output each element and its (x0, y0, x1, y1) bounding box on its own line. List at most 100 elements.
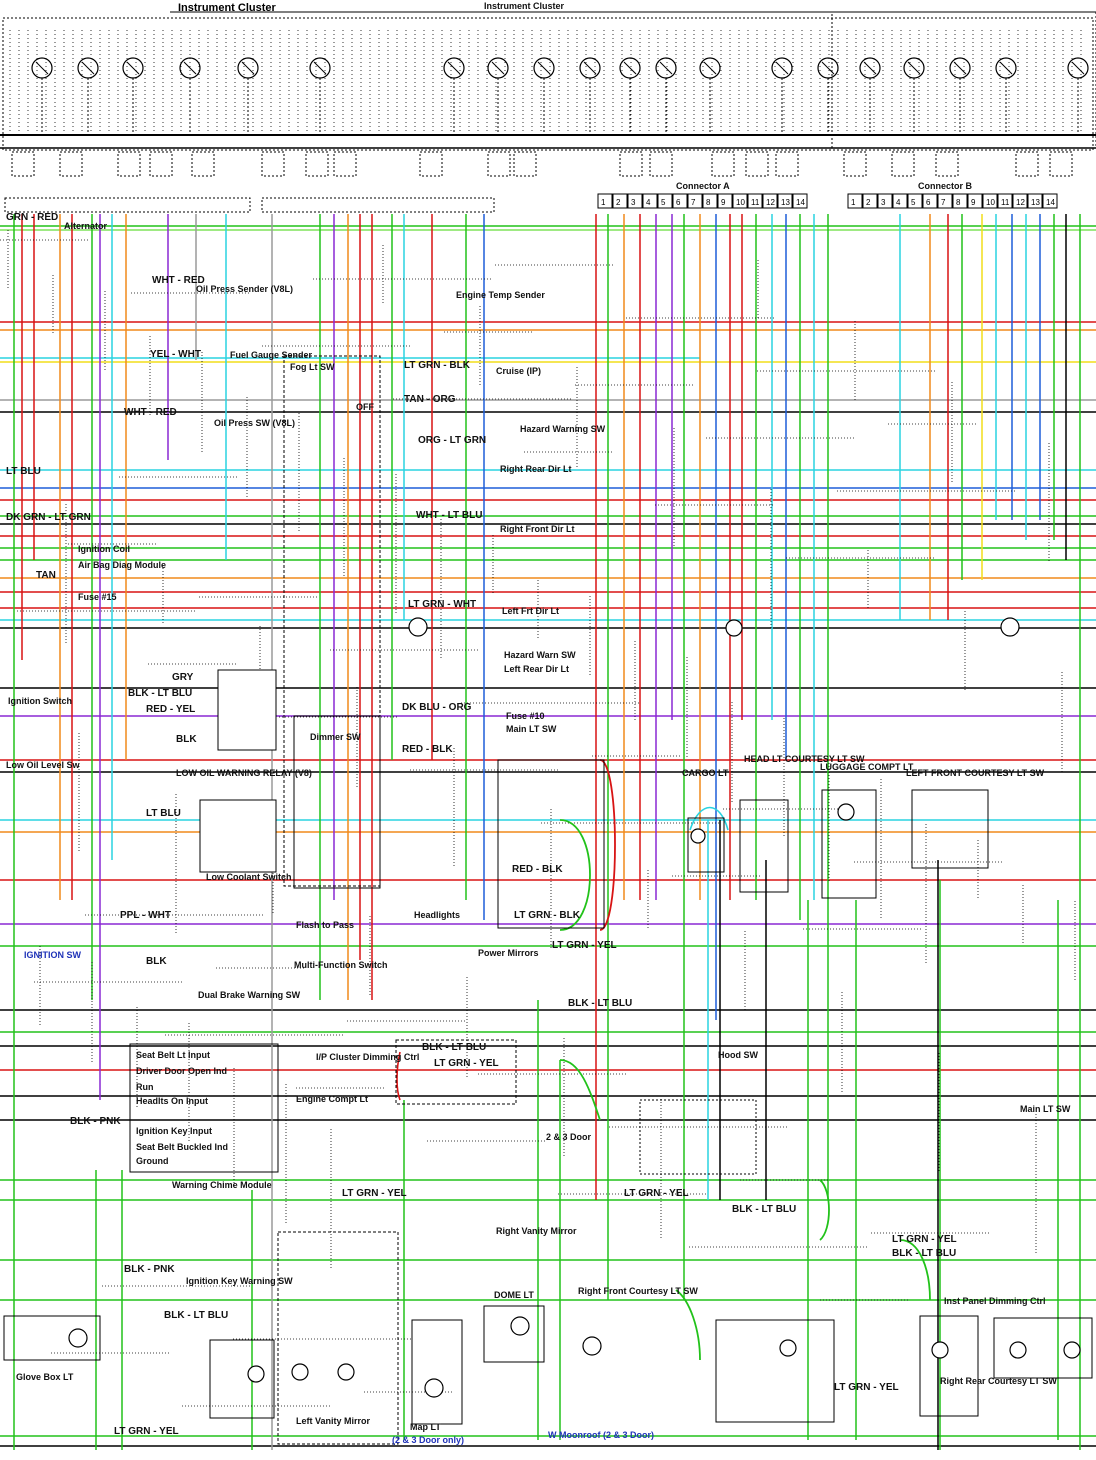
wire-segment (559, 1059, 601, 1121)
wire-tag: BLK (176, 734, 197, 745)
gauge-mark (659, 61, 673, 75)
component-labels: Alternator Oil Press Sender (V8L) Fuel G… (6, 221, 1071, 1445)
ic-cluster-dimming-ctrl-label: I/P Cluster Dimming Ctrl (316, 1052, 419, 1062)
wire-tag: BLK (146, 956, 167, 967)
connector-pin-label: 13 (1031, 198, 1040, 207)
connector-pin (777, 193, 793, 209)
timer-circuit-box (217, 669, 277, 751)
low-oil-warning-relay-label: LOW OIL WARNING RELAY (V8) (176, 768, 312, 778)
connector-pin (642, 193, 658, 209)
wire-tag: GRY (172, 672, 194, 683)
gauge-mark (703, 61, 717, 75)
left-vanity-mirror-label: Left Vanity Mirror (296, 1416, 371, 1426)
ground-label: Ground (136, 1156, 169, 1166)
seat-belt-buckled-ind-label: Seat Belt Buckled Ind (136, 1142, 228, 1152)
wire-tag: RED - BLK (512, 864, 563, 875)
connector-a-label: Connector A (676, 181, 730, 191)
connector-pin (717, 193, 733, 209)
connector-pin (672, 193, 688, 209)
cluster-pin-block (487, 151, 511, 177)
cluster-gauges (0, 17, 1096, 177)
engine-ind-bulb-icon (1000, 617, 1020, 637)
luggage-compt-lt-box (821, 789, 877, 899)
gauge-mark (999, 61, 1013, 75)
right-vanity-mirror-label: Right Vanity Mirror (496, 1226, 577, 1236)
connector-pin-label: 5 (661, 198, 666, 207)
gauge-mark (313, 61, 327, 75)
dimmer-sw-label: Dimmer SW (310, 732, 361, 742)
glove-box-lt-box (209, 1339, 275, 1419)
gauge-mark (447, 61, 461, 75)
oil-press-sender-label: Oil Press Sender (V8L) (196, 284, 293, 294)
connector-pin-label: 13 (781, 198, 790, 207)
wire-tag: BLK - PNK (70, 1116, 121, 1127)
dome-lt-bulb-icon (510, 1316, 530, 1336)
components (3, 11, 1096, 1445)
connector-pin (997, 193, 1013, 209)
wire-tag: LT BLU (146, 808, 181, 819)
vanity-bulb-icon (247, 1365, 265, 1383)
two-three-door-label: 2 & 3 Door (546, 1132, 592, 1142)
off-label: OFF (356, 402, 374, 412)
connector-pin (792, 193, 808, 209)
ip-cluster-dimming-box (395, 1039, 517, 1105)
hood-sw-label: Hood SW (718, 1050, 758, 1060)
wire-tag: BLK - LT BLU (892, 1248, 956, 1259)
cargo-lt-box (687, 817, 725, 873)
dome-bulb-icon (582, 1336, 602, 1356)
fog-lt-switch-box (283, 355, 381, 887)
wire-segment (559, 819, 591, 931)
connector-pin (687, 193, 703, 209)
cluster-pin-block (191, 151, 215, 177)
wire-tag: BLK - LT BLU (164, 1310, 228, 1321)
lamp-symbols (68, 617, 1081, 1398)
cluster-pin-block (843, 151, 867, 177)
wire-tag: LT GRN - YEL (434, 1058, 499, 1069)
left-front-courtesy-sw-box (911, 789, 989, 869)
wire-tag: RED - YEL (146, 704, 195, 715)
map-lt-note-label: (2 & 3 Door only) (392, 1435, 464, 1445)
wire-tag: LT GRN - YEL (624, 1188, 689, 1199)
connector-pin (1027, 193, 1043, 209)
courtesy-bulb-icon (779, 1339, 797, 1357)
connector-pin-label: 14 (796, 198, 805, 207)
right-rear-courtesy-box (993, 1317, 1093, 1379)
connector-pin-label: 10 (736, 198, 745, 207)
connector-pin (1042, 193, 1058, 209)
connector-pin (1012, 193, 1028, 209)
wire-tag: GRN - RED (6, 212, 58, 223)
wire-tag: BLK - LT BLU (732, 1204, 796, 1215)
fog-lt-sw-label: Fog Lt SW (290, 362, 335, 372)
cluster-pin-block (305, 151, 329, 177)
right-front-courtesy-lt-sw-label: Right Front Courtesy LT SW (578, 1286, 698, 1296)
connector-pin (937, 193, 953, 209)
page-title-right: Instrument Cluster (484, 1, 565, 11)
ignition-key-input-label: Ignition Key Input (136, 1126, 212, 1136)
inst-panel-dimming-ctrl-label: Inst Panel Dimming Ctrl (944, 1296, 1046, 1306)
left-rear-dir-lt-label: Left Rear Dir Lt (504, 664, 569, 674)
connector-pin-label: 9 (721, 198, 726, 207)
warning-chime-module-box (129, 1043, 279, 1173)
glove-box-bulb-icon (68, 1328, 88, 1348)
right-rear-courtesy-lt-sw-label: Right Rear Courtesy LT SW (940, 1376, 1057, 1386)
left-vanity-mirror-box (277, 1231, 399, 1445)
cluster-pin-block (419, 151, 443, 177)
gauge-mark (863, 61, 877, 75)
ignition-switch-label: Ignition Switch (8, 696, 72, 706)
main-lt-sw-2-label: Main LT SW (1020, 1104, 1071, 1114)
right-rear-dir-lt-label: Right Rear Dir Lt (500, 464, 572, 474)
courtesy-bulb-icon (1009, 1341, 1027, 1359)
low-oil-level-sw-label: Low Oil Level Sw (6, 760, 81, 770)
vanity-bulb-icon (291, 1363, 309, 1381)
wire-tag: WHT - LT BLU (416, 510, 482, 521)
cluster-pin-block (775, 151, 799, 177)
fuse-15-label: Fuse #15 (78, 592, 117, 602)
low-coolant-switch-label: Low Coolant Switch (206, 872, 292, 882)
wire-segment (396, 1051, 401, 1101)
fuel-gauge-sender-label: Fuel Gauge Sender (230, 350, 313, 360)
wire-tag: LT GRN - YEL (834, 1382, 899, 1393)
connector-pin-label: 10 (986, 198, 995, 207)
run-label: Run (136, 1082, 154, 1092)
left-front-courtesy-lt-sw-label: LEFT FRONT COURTESY LT SW (906, 768, 1045, 778)
engine-compt-lt-label: Engine Compt Lt (296, 1094, 368, 1104)
